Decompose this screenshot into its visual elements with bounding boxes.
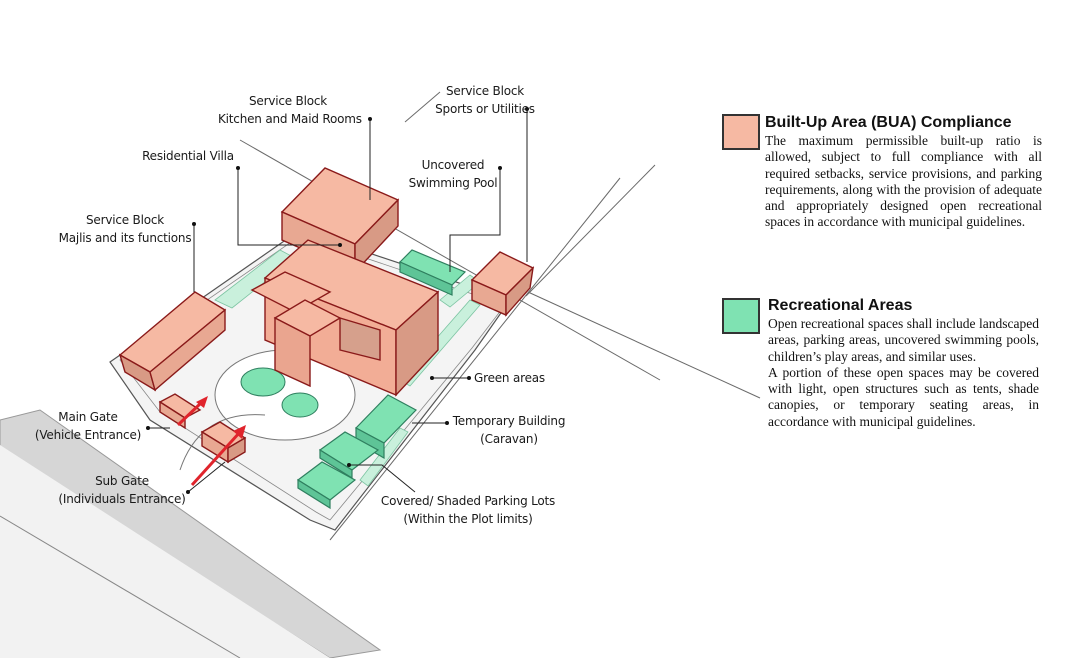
callout-swimming-pool: Uncovered Swimming Pool — [408, 158, 498, 190]
leader-dots — [146, 107, 529, 494]
parking-lot-2 — [296, 461, 357, 510]
villa-block — [250, 239, 440, 397]
road — [0, 409, 382, 658]
recreational-description: Open recreational spaces shall include l… — [768, 316, 1039, 429]
callout-green-areas: Green areas — [474, 371, 545, 385]
callout-service-kitchen: Service Block Kitchen and Maid Rooms — [218, 94, 362, 126]
callout-service-majlis: Service Block Majlis and its functions — [58, 213, 192, 245]
callout-main-gate: Main Gate (Vehicle Entrance) — [34, 410, 142, 442]
callout-temporary-building: Temporary Building (Caravan) — [452, 414, 566, 446]
legend-recreational: Recreational Areas Open recreational spa… — [722, 296, 1042, 466]
callout-service-sports: Service Block Sports or Utilities — [435, 84, 535, 116]
callout-sub-gate: Sub Gate (Individuals Entrance) — [58, 474, 186, 506]
main-gate-arrow — [176, 400, 204, 427]
bua-swatch — [722, 114, 760, 150]
sports-block — [470, 251, 535, 317]
callout-parking: Covered/ Shaded Parking Lots (Within the… — [380, 494, 556, 526]
sub-gate-arrow — [190, 430, 242, 487]
pool-block — [398, 249, 467, 296]
majlis-block — [118, 291, 227, 392]
legend-bua: Built-Up Area (BUA) Compliance The maxim… — [722, 112, 1042, 252]
bua-buildings — [118, 167, 535, 464]
recreational-title: Recreational Areas — [768, 297, 913, 314]
bua-description: The maximum permissible built-up ratio i… — [765, 133, 1042, 230]
gate-blocks — [158, 393, 247, 464]
entrance-arrows — [176, 396, 246, 487]
recreational-swatch — [722, 298, 760, 334]
callout-residential-villa: Residential Villa — [142, 149, 234, 163]
parking-lot-1 — [318, 431, 380, 480]
recreational-structures — [296, 249, 467, 510]
leader-lines — [148, 110, 528, 493]
bua-title: Built-Up Area (BUA) Compliance — [765, 114, 1012, 131]
